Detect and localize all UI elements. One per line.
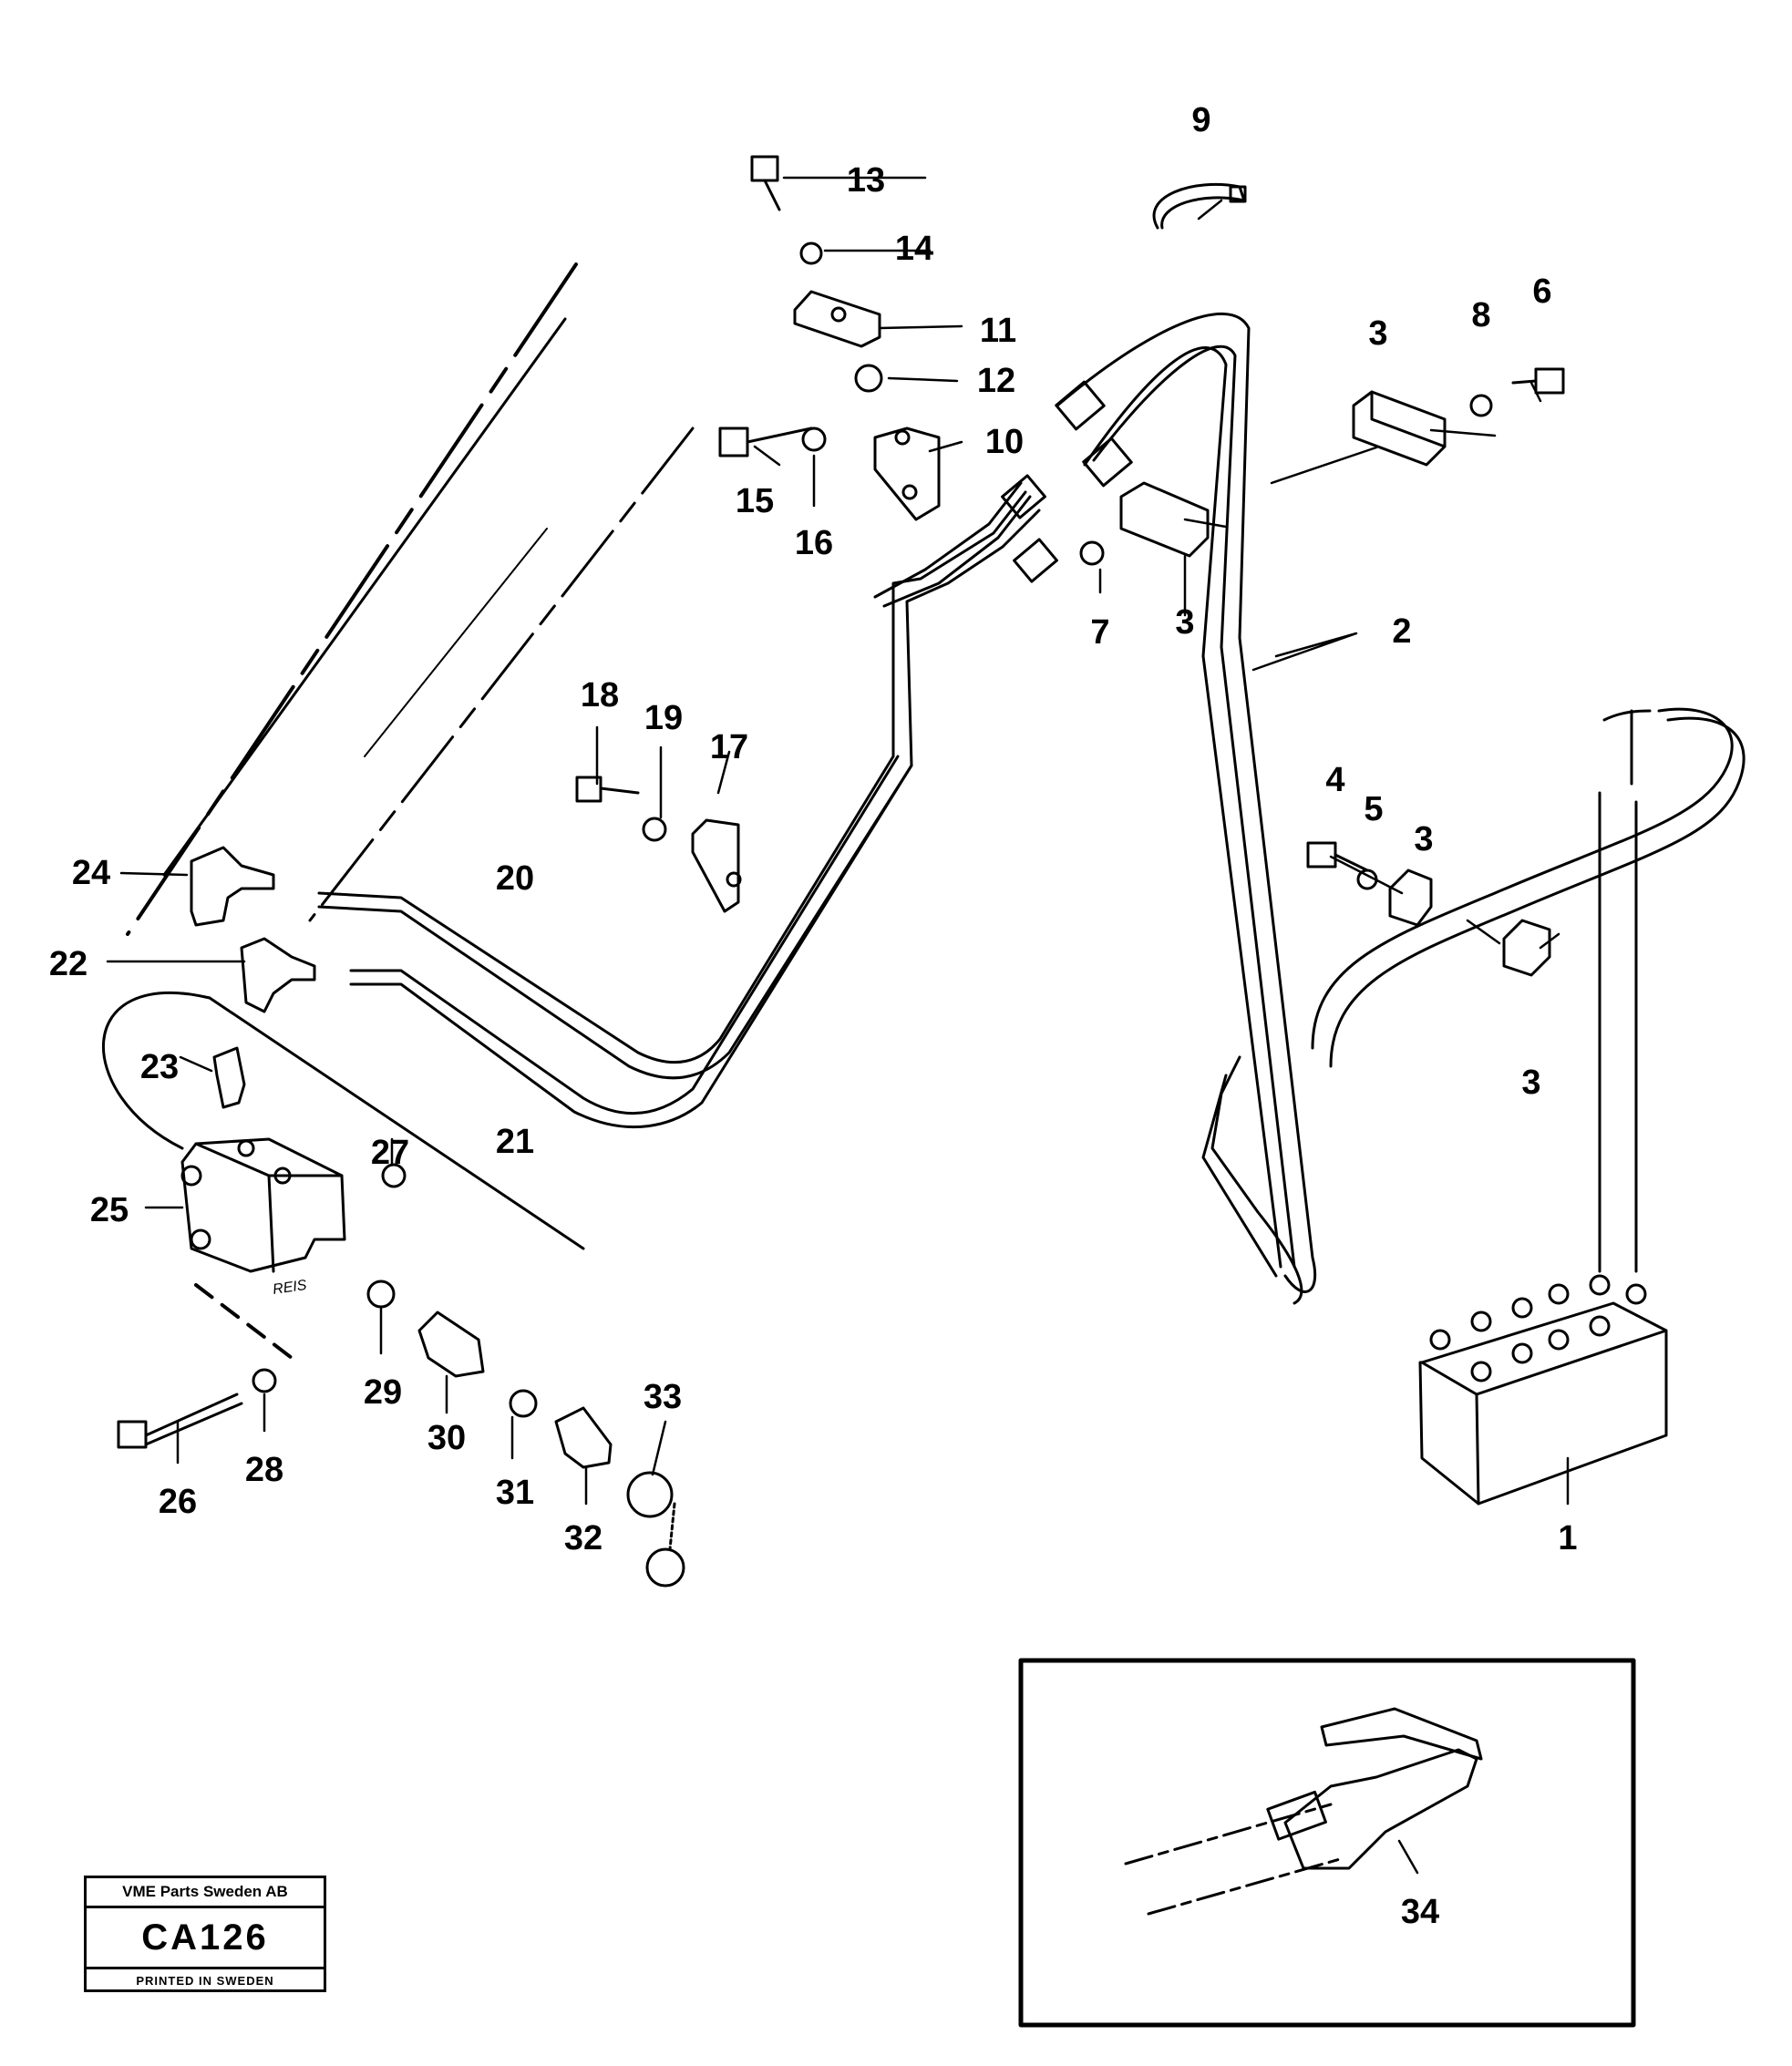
- block-25: [180, 1137, 346, 1273]
- washer-19: [642, 817, 667, 842]
- clip-9: [1152, 182, 1247, 230]
- bolt-26: [117, 1393, 243, 1449]
- leader-25-dashed: [194, 1283, 294, 1360]
- label-5: 5: [1364, 790, 1383, 828]
- label-3-mid: 3: [1175, 603, 1194, 642]
- label-8: 8: [1471, 296, 1490, 334]
- bracket-17: [691, 818, 742, 913]
- label-24: 24: [72, 854, 110, 892]
- washer-28: [252, 1368, 277, 1393]
- label-34: 34: [1401, 1893, 1439, 1931]
- label-12: 12: [977, 362, 1015, 400]
- coupling-32: [554, 1406, 613, 1469]
- nut-27: [381, 1163, 407, 1188]
- label-2: 2: [1392, 612, 1411, 651]
- title-stamp: VME Parts Sweden AB CA126 PRINTED IN SWE…: [84, 1876, 326, 1992]
- inset-frame: [1018, 1658, 1636, 2028]
- label-26: 26: [159, 1483, 197, 1521]
- bracket-11: [793, 290, 881, 348]
- washer-16: [801, 427, 827, 452]
- label-3-lower: 3: [1521, 1064, 1540, 1102]
- label-9: 9: [1191, 101, 1210, 139]
- label-16: 16: [795, 524, 833, 562]
- scribble-text: REIS: [272, 1278, 308, 1298]
- printed-note: PRINTED IN SWEDEN: [136, 1974, 274, 1988]
- fitting-23: [212, 1046, 246, 1109]
- label-19: 19: [644, 699, 683, 737]
- hose-2: [1056, 313, 1317, 1305]
- label-13: 13: [847, 161, 885, 200]
- hoses-to-block: [1311, 707, 1746, 1273]
- label-7: 7: [1090, 613, 1109, 652]
- label-10: 10: [985, 423, 1024, 461]
- washer-14: [799, 242, 823, 265]
- label-3-top: 3: [1368, 314, 1387, 353]
- label-22: 22: [49, 945, 88, 983]
- label-29: 29: [364, 1373, 402, 1412]
- label-25: 25: [90, 1191, 129, 1229]
- valve-block: [1418, 1274, 1668, 1506]
- label-14: 14: [895, 230, 933, 268]
- label-3-right: 3: [1414, 820, 1433, 858]
- nut-7: [1079, 540, 1105, 566]
- label-30: 30: [427, 1419, 466, 1457]
- hose-connectors: [1001, 380, 1133, 583]
- company-name: VME Parts Sweden AB: [87, 1878, 324, 1908]
- bolt-13: [750, 155, 781, 211]
- spacer-12: [854, 364, 883, 393]
- clamp-3-mid: [1119, 481, 1210, 558]
- label-32: 32: [564, 1519, 602, 1557]
- bracket-10: [873, 427, 941, 521]
- label-23: 23: [140, 1048, 179, 1086]
- bolt-4: [1306, 841, 1369, 872]
- bolt-15: [718, 427, 813, 457]
- clamp-3-top: [1352, 390, 1447, 467]
- label-31: 31: [496, 1474, 534, 1512]
- washer-31: [509, 1389, 538, 1418]
- label-15: 15: [736, 482, 774, 520]
- washer-29: [366, 1280, 396, 1309]
- label-33: 33: [644, 1378, 682, 1416]
- hoses-20-21: [317, 481, 1041, 1129]
- label-17: 17: [710, 728, 748, 766]
- label-28: 28: [245, 1451, 283, 1489]
- bolt-18: [575, 776, 640, 803]
- part-labels: 1 2 3 3 3 3 4 5 6 7 8 9 10 11 12 13 14 1…: [49, 101, 1578, 1931]
- boom-outline: [101, 262, 695, 1250]
- label-4: 4: [1325, 761, 1344, 799]
- bolt-6: [1511, 367, 1565, 395]
- leader-lines: [106, 176, 1570, 1875]
- label-6: 6: [1532, 272, 1551, 311]
- clamp-3-lower: [1388, 869, 1551, 977]
- fitting-30: [417, 1311, 485, 1378]
- label-11: 11: [980, 312, 1016, 350]
- elbow-24: [190, 846, 275, 927]
- figure-code: CA126: [87, 1908, 324, 1969]
- label-20: 20: [496, 859, 534, 898]
- washer-8: [1469, 394, 1493, 417]
- elbow-22: [240, 937, 316, 1013]
- cap-33: [626, 1471, 685, 1588]
- label-27: 27: [371, 1134, 409, 1172]
- strap-34: [1124, 1707, 1483, 1916]
- label-1: 1: [1558, 1519, 1577, 1557]
- label-18: 18: [581, 676, 619, 714]
- label-21: 21: [496, 1123, 534, 1161]
